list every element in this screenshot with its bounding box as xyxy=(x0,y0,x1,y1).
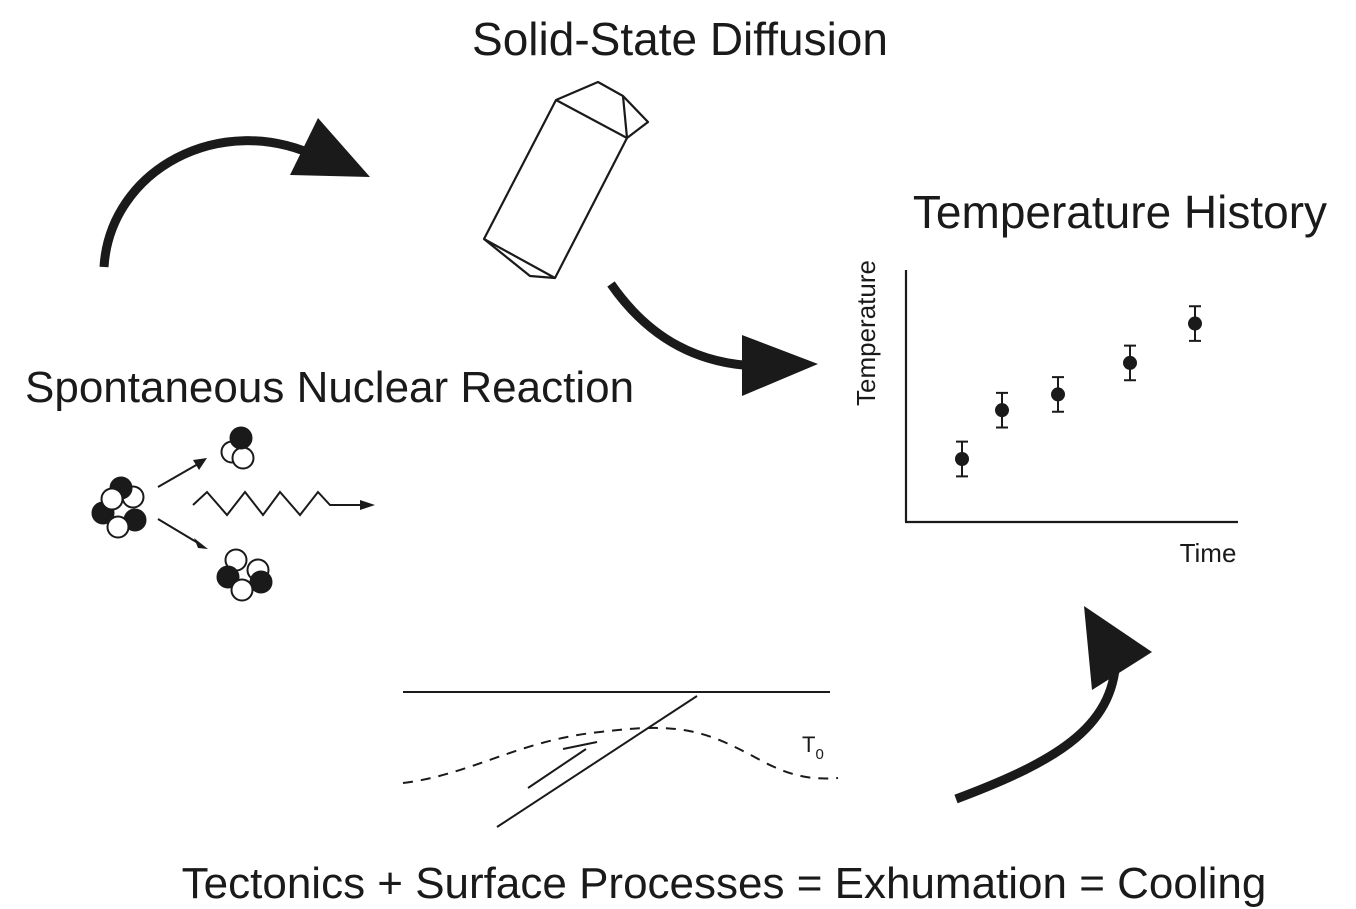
alpha-particle-icon xyxy=(220,426,255,470)
arrow-to-diffusion-icon xyxy=(99,118,370,268)
parent-nucleus-icon xyxy=(91,476,147,539)
data-point-marker xyxy=(1051,387,1065,402)
chart-area: Temperature Time xyxy=(851,260,1238,568)
chart-point xyxy=(1051,376,1065,413)
decay-arrows-icon xyxy=(157,458,208,549)
data-point-marker xyxy=(1123,355,1137,370)
arrow-to-history-icon xyxy=(607,281,818,396)
chart-ylabel: Temperature xyxy=(851,260,881,406)
chart-point xyxy=(1188,305,1202,342)
chart-title: Temperature History xyxy=(913,186,1327,238)
chart-point xyxy=(995,391,1009,429)
chart-point xyxy=(1123,344,1137,382)
energy-wave-icon xyxy=(192,490,375,517)
chart-points xyxy=(955,305,1202,478)
solid-state-diffusion-title: Solid-State Diffusion xyxy=(472,13,888,65)
spontaneous-nuclear-reaction-label: Spontaneous Nuclear Reaction xyxy=(25,363,634,412)
crystal-icon xyxy=(482,80,650,280)
fault-cross-section: T0 xyxy=(402,691,839,828)
daughter-nucleus-icon xyxy=(216,548,273,602)
exhumation-equation: Tectonics + Surface Processes = Exhumati… xyxy=(182,859,1267,908)
fault-line xyxy=(496,695,698,828)
data-point-marker xyxy=(955,452,969,466)
data-point-marker xyxy=(995,403,1009,418)
chart-xlabel: Time xyxy=(1180,538,1237,568)
isotherm-label: T0 xyxy=(802,732,824,763)
isotherm-line xyxy=(402,726,839,784)
chart-point xyxy=(955,440,969,478)
fault-motion-arrow-icon xyxy=(527,741,598,789)
arrow-from-exhumation-icon xyxy=(954,606,1152,804)
data-point-marker xyxy=(1188,316,1202,331)
